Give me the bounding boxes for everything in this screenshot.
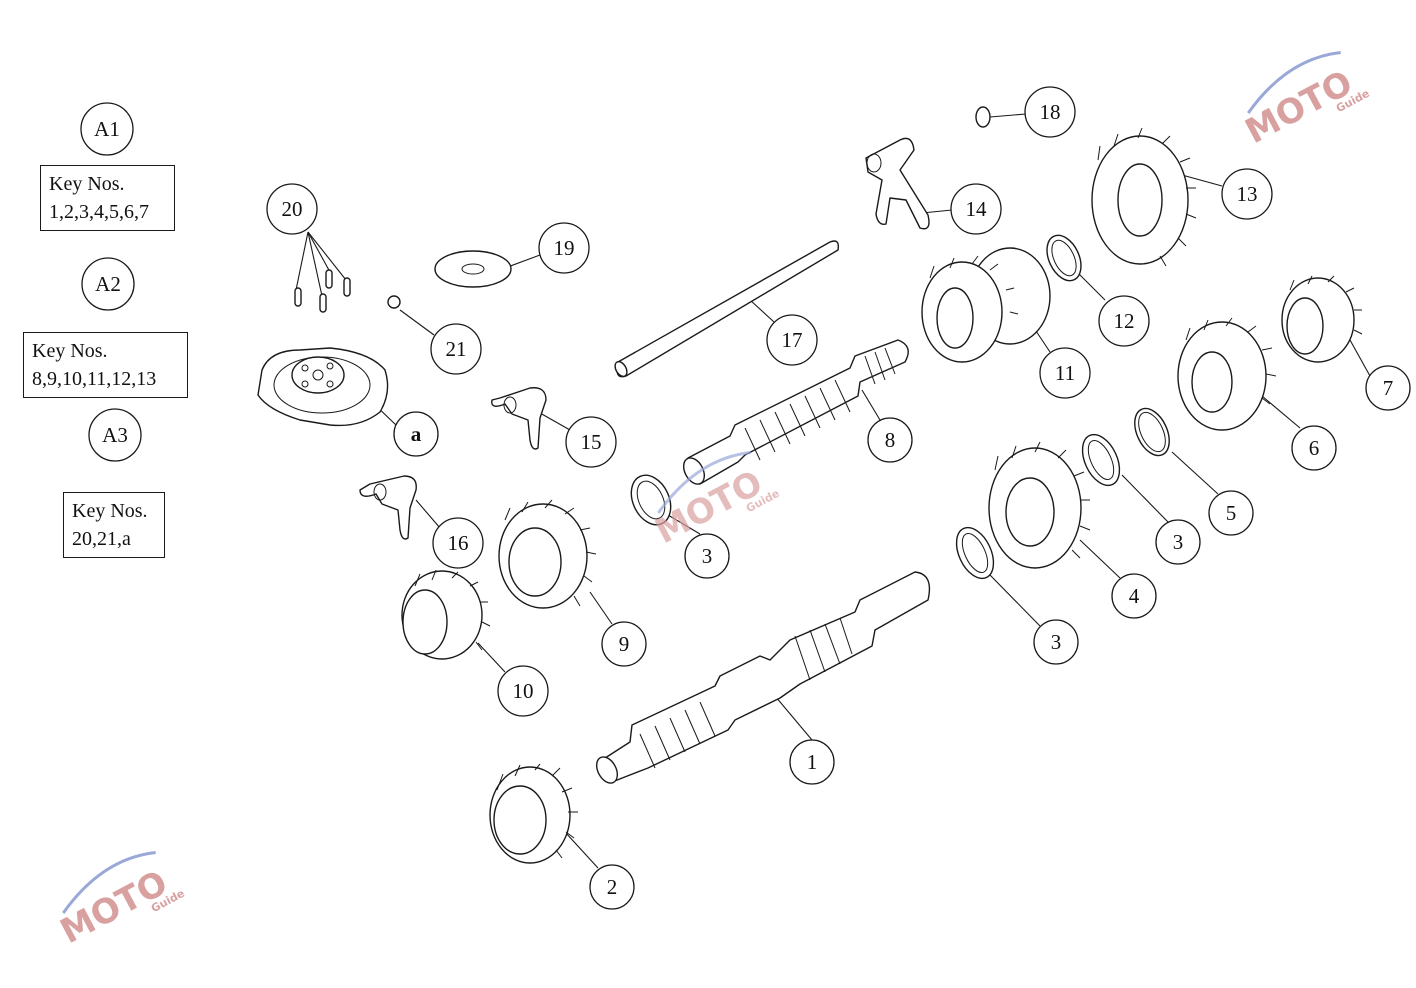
callout-2: 2 (589, 864, 635, 910)
key-box-values: 20,21,a (72, 528, 131, 550)
callout-3a: 3 (684, 533, 730, 579)
main-shaft (595, 571, 931, 784)
selector-drum-plate (257, 347, 389, 427)
key-box-title: Key Nos. (32, 340, 108, 362)
selector-rod (614, 240, 840, 378)
svg-text:1: 1 (807, 750, 818, 774)
callout-21: 21 (430, 323, 482, 375)
key-box-a3: Key Nos. 20,21,a (63, 492, 165, 558)
callout-3b: 3 (1033, 619, 1079, 665)
key-box-title: Key Nos. (49, 173, 125, 195)
callout-13: 13 (1221, 168, 1273, 220)
callout-9: 9 (601, 621, 647, 667)
fork-16 (359, 475, 417, 540)
washer-3b (955, 526, 995, 580)
callout-5: 5 (1208, 490, 1254, 536)
gear-2 (489, 763, 578, 864)
gear-4 (988, 441, 1091, 569)
gear-10 (401, 569, 491, 660)
callout-6: 6 (1291, 425, 1337, 471)
callout-3c: 3 (1155, 519, 1201, 565)
gear-9 (498, 499, 597, 609)
fork-14 (865, 137, 930, 230)
svg-text:7: 7 (1383, 376, 1394, 400)
callouts: 1 2 3 3 3 4 5 6 7 8 9 10 11 12 13 14 15 … (80, 86, 1411, 910)
secondary-shaft (682, 339, 909, 485)
callout-14: 14 (950, 183, 1002, 235)
watermark-bottom-left: MOTO Guide (54, 850, 187, 952)
svg-text:13: 13 (1237, 182, 1258, 206)
svg-text:9: 9 (619, 632, 630, 656)
svg-text:12: 12 (1114, 309, 1135, 333)
key-box-title: Key Nos. (72, 500, 148, 522)
washer-12 (1046, 234, 1082, 282)
pins-20 (294, 269, 351, 313)
key-box-a2: Key Nos. 8,9,10,11,12,13 (23, 332, 188, 398)
gear-7 (1281, 275, 1363, 363)
svg-text:8: 8 (885, 428, 896, 452)
key-box-a1: Key Nos. 1,2,3,4,5,6,7 (40, 165, 175, 231)
svg-text:15: 15 (581, 430, 602, 454)
fork-15 (491, 387, 547, 450)
group-label-a1: A1 (80, 102, 134, 156)
svg-text:3: 3 (1051, 630, 1062, 654)
callout-18: 18 (1024, 86, 1076, 138)
callout-19: 19 (538, 222, 590, 274)
washer-19 (434, 250, 512, 288)
svg-text:10: 10 (513, 679, 534, 703)
svg-text:18: 18 (1040, 100, 1061, 124)
callout-15: 15 (565, 416, 617, 468)
svg-text:A2: A2 (95, 272, 121, 296)
svg-text:5: 5 (1226, 501, 1237, 525)
svg-text:11: 11 (1055, 361, 1075, 385)
group-label-a2: A2 (81, 257, 135, 311)
svg-text:21: 21 (446, 337, 467, 361)
callout-a: a (393, 411, 439, 457)
circlip-18 (975, 106, 991, 128)
svg-text:14: 14 (966, 197, 988, 221)
callout-17: 17 (766, 314, 818, 366)
svg-text:4: 4 (1129, 584, 1140, 608)
svg-text:3: 3 (702, 544, 713, 568)
svg-text:2: 2 (607, 875, 618, 899)
callout-7: 7 (1365, 365, 1411, 411)
svg-text:20: 20 (282, 197, 303, 221)
watermark-top-right: MOTO Guide (1239, 50, 1372, 152)
svg-text:3: 3 (1173, 530, 1184, 554)
callout-10: 10 (497, 665, 549, 717)
key-box-values: 1,2,3,4,5,6,7 (49, 201, 149, 223)
callout-1: 1 (789, 739, 835, 785)
callout-8: 8 (867, 417, 913, 463)
callout-20: 20 (266, 183, 318, 235)
callout-4: 4 (1111, 573, 1157, 619)
pin-21 (387, 295, 401, 309)
callout-11: 11 (1039, 347, 1091, 399)
svg-text:19: 19 (554, 236, 575, 260)
washer-3c (1081, 433, 1121, 487)
svg-text:A1: A1 (94, 117, 120, 141)
gear-11 (921, 247, 1051, 363)
group-label-a3: A3 (88, 408, 142, 462)
gear-6 (1177, 317, 1277, 431)
svg-text:17: 17 (782, 328, 803, 352)
gear-13 (1091, 127, 1197, 267)
svg-text:6: 6 (1309, 436, 1320, 460)
circlip-5 (1134, 407, 1170, 457)
svg-text:a: a (411, 422, 422, 446)
key-box-values: 8,9,10,11,12,13 (32, 368, 157, 390)
callout-12: 12 (1098, 295, 1150, 347)
callout-16: 16 (432, 517, 484, 569)
svg-text:16: 16 (448, 531, 469, 555)
washer-3a (630, 474, 672, 526)
svg-text:A3: A3 (102, 423, 128, 447)
